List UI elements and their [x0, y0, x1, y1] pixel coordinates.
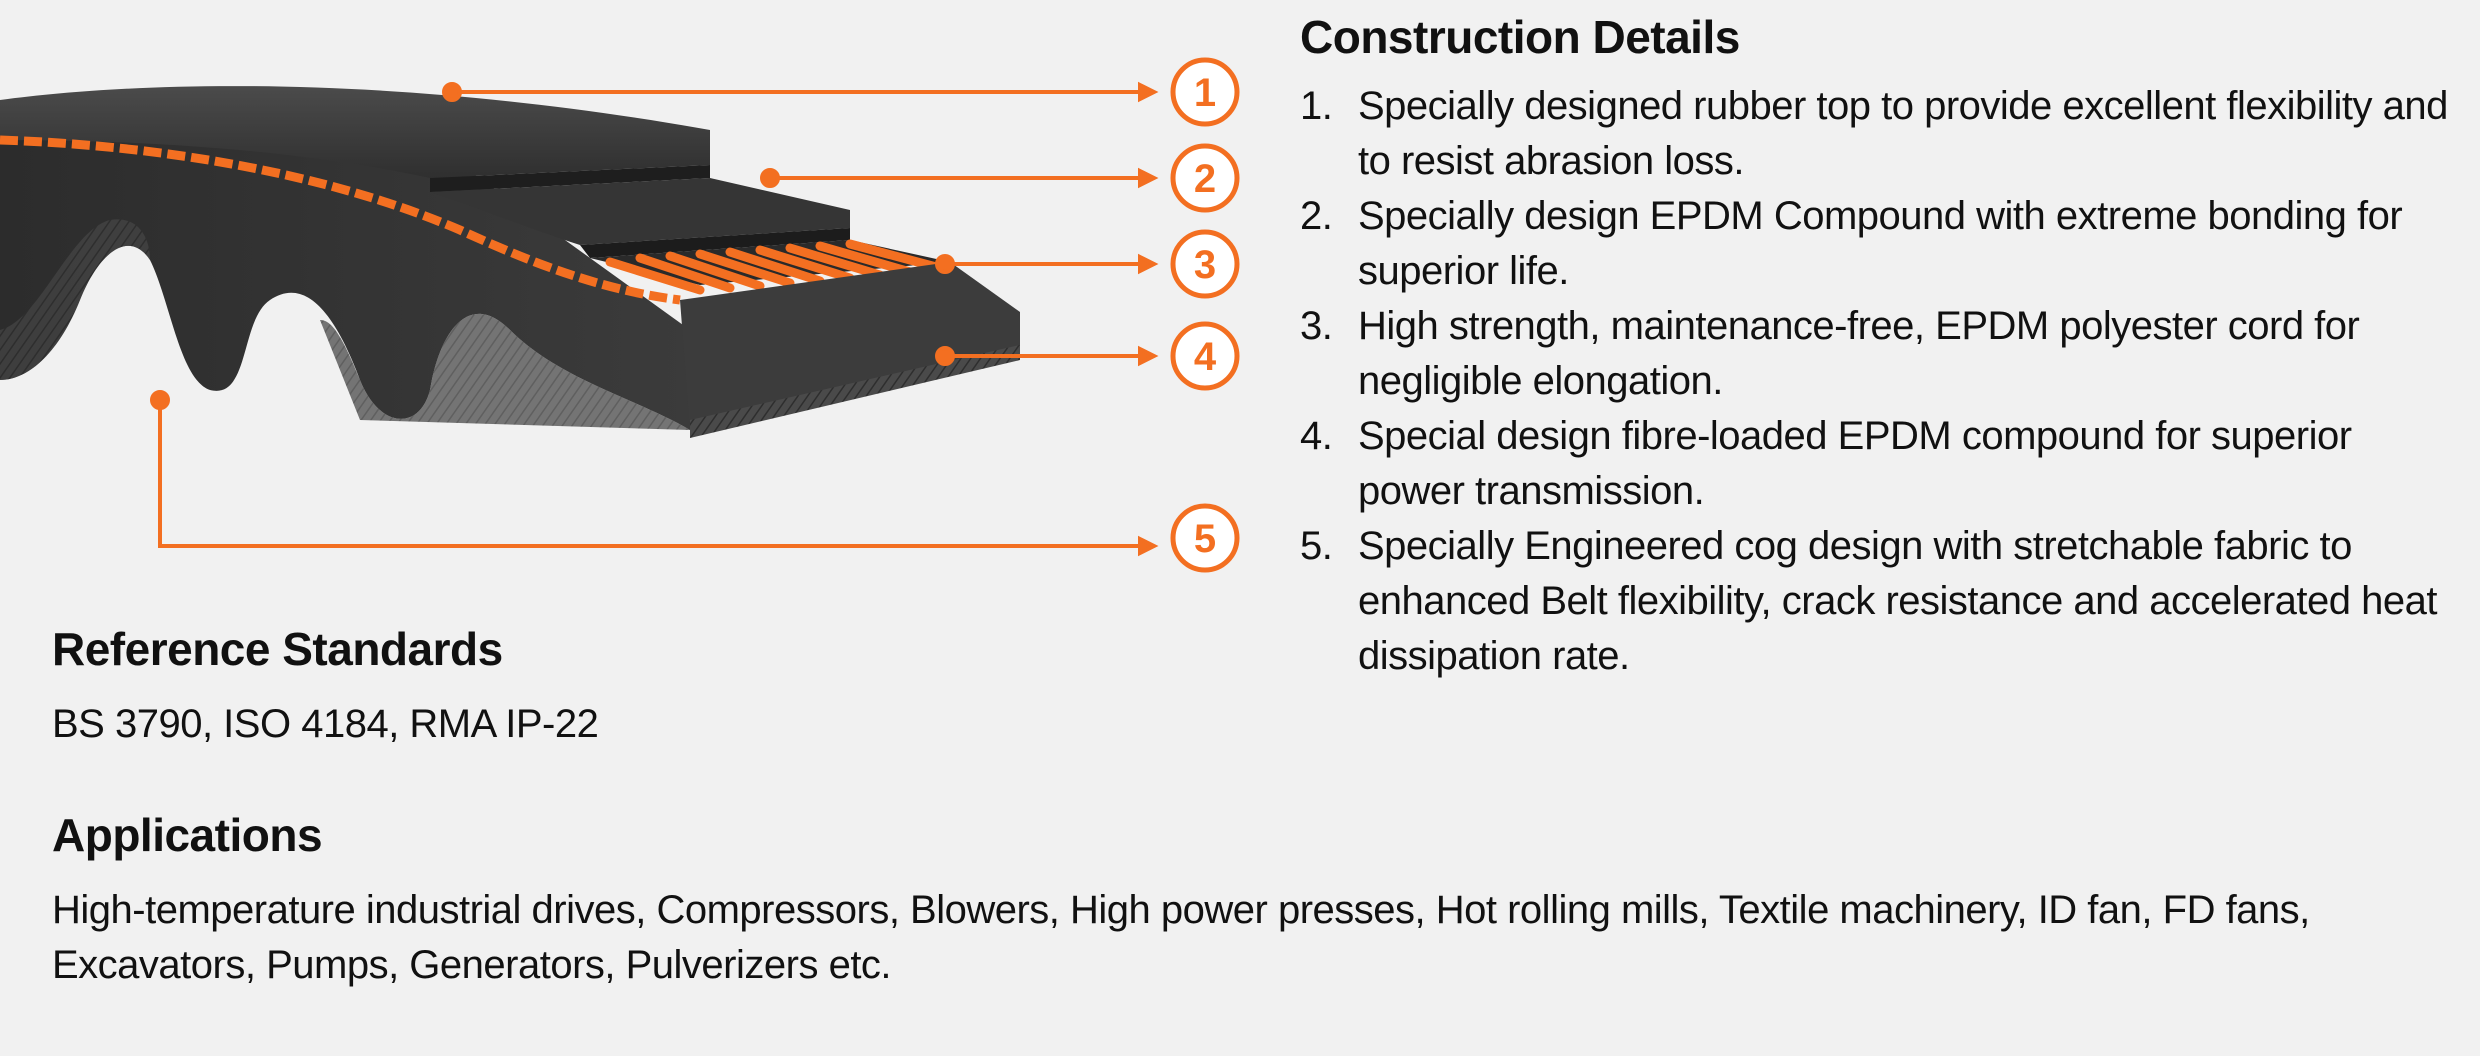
marker-2: 2 [1170, 143, 1240, 213]
applications-section: Applications High-temperature industrial… [52, 808, 2452, 993]
reference-standards-heading: Reference Standards [52, 623, 503, 675]
belt-cross-section-diagram: 1 2 3 4 5 [0, 57, 1240, 573]
construction-details-heading: Construction Details [1300, 11, 1740, 63]
list-item-text: Specially Engineered cog design with str… [1358, 524, 2438, 679]
list-item-number: 5. [1300, 524, 1333, 569]
reference-standards-section: Reference Standards BS 3790, ISO 4184, R… [52, 622, 1252, 752]
epdm-compound-layer [430, 178, 850, 258]
list-item-number: 2. [1300, 194, 1333, 239]
list-item-number: 3. [1300, 304, 1333, 349]
reference-standards-text: BS 3790, ISO 4184, RMA IP-22 [52, 702, 599, 747]
list-item: 1. Specially designed rubber top to prov… [1300, 79, 2460, 189]
marker-5-label: 5 [1194, 517, 1216, 561]
polyester-cords [0, 135, 950, 305]
rubber-top-layer [0, 86, 710, 192]
marker-2-label: 2 [1194, 157, 1216, 201]
list-item: 3. High strength, maintenance-free, EPDM… [1300, 299, 2460, 409]
list-item-text: Specially design EPDM Compound with extr… [1358, 194, 2403, 294]
list-item-number: 4. [1300, 414, 1333, 459]
fibre-loaded-compound-layer [680, 262, 1020, 438]
list-item-number: 1. [1300, 84, 1333, 129]
list-item: 4. Special design fibre-loaded EPDM comp… [1300, 409, 2460, 519]
list-item: 5. Specially Engineered cog design with … [1300, 519, 2460, 684]
marker-1: 1 [1170, 57, 1240, 127]
list-item-text: Specially designed rubber top to provide… [1358, 84, 2448, 184]
marker-4: 4 [1170, 321, 1240, 391]
list-item-text: Special design fibre-loaded EPDM compoun… [1358, 414, 2352, 514]
list-item: 2. Specially design EPDM Compound with e… [1300, 189, 2460, 299]
marker-5: 5 [1170, 503, 1240, 573]
marker-4-label: 4 [1194, 335, 1217, 379]
applications-heading: Applications [52, 809, 323, 861]
applications-text: High-temperature industrial drives, Comp… [52, 888, 2310, 988]
marker-1-label: 1 [1194, 71, 1216, 115]
callout-lines [150, 81, 1159, 557]
construction-details-list: 1. Specially designed rubber top to prov… [1300, 79, 2460, 684]
belt-body [0, 106, 690, 431]
list-item-text: High strength, maintenance-free, EPDM po… [1358, 304, 2360, 404]
marker-3: 3 [1170, 229, 1240, 299]
construction-details-section: Construction Details 1. Specially design… [1300, 0, 2460, 684]
marker-3-label: 3 [1194, 243, 1216, 287]
